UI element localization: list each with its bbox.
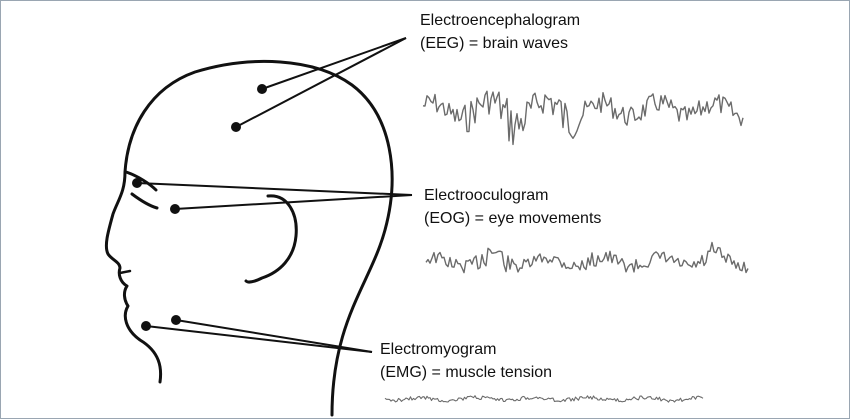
eog-label: Electrooculogram (EOG) = eye movements — [424, 184, 601, 230]
eog-waveform — [425, 241, 749, 274]
leader-lines — [136, 37, 413, 353]
head-outline — [104, 59, 394, 417]
emg-waveform — [384, 395, 704, 403]
ear — [244, 194, 298, 284]
eog-leader-upper — [136, 182, 413, 196]
emg-leader-upper — [175, 319, 373, 353]
eeg-leader-lower — [235, 37, 407, 128]
eog-name: Electrooculogram — [424, 187, 549, 204]
emg-leader-lower — [145, 325, 373, 353]
emg-name: Electromyogram — [380, 341, 497, 358]
eeg-description: (EEG) = brain waves — [420, 35, 569, 52]
mouth-line — [118, 269, 132, 275]
emg-description: (EMG) = muscle tension — [380, 364, 553, 381]
eog-description: (EOG) = eye movements — [424, 210, 602, 227]
emg-label: Electromyogram (EMG) = muscle tension — [380, 338, 552, 384]
eeg-waveform — [422, 90, 744, 146]
eeg-leader-top — [261, 37, 407, 90]
eeg-name: Electroencephalogram — [420, 12, 581, 29]
eye-lid — [130, 192, 159, 210]
eeg-label: Electroencephalogram (EEG) = brain waves — [420, 9, 580, 55]
eog-leader-lower — [174, 194, 413, 210]
eye-brow — [124, 170, 158, 192]
